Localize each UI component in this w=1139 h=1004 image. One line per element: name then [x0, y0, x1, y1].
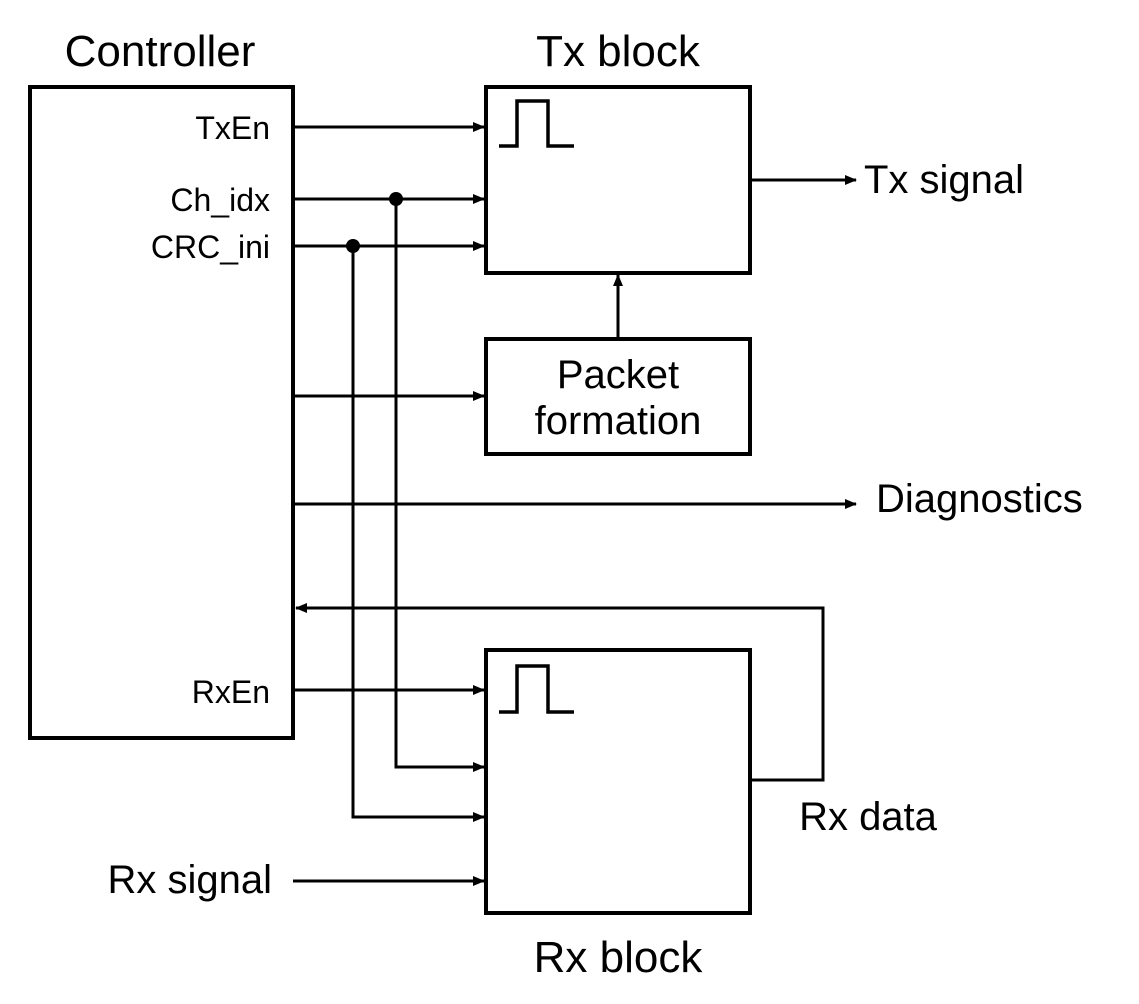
tx-block-title: Tx block — [536, 27, 701, 76]
rx-block — [484, 648, 752, 915]
controller-title: Controller — [65, 27, 256, 76]
rx-data-label: Rx data — [799, 795, 938, 839]
ch-idx-label: Ch_idx — [170, 182, 270, 218]
tx-block — [484, 85, 752, 275]
packet-formation-line1: Packet — [557, 353, 679, 397]
ch-idx-rx-wire — [394, 199, 485, 772]
rx-block-title: Rx block — [534, 933, 704, 982]
controller-block — [28, 85, 295, 740]
rx-signal-label: Rx signal — [107, 858, 272, 902]
diagnostics-label: Diagnostics — [876, 477, 1083, 521]
crc-ini-rx-wire — [351, 246, 485, 822]
rxen-label: RxEn — [192, 674, 270, 710]
tx-pulse-icon — [499, 99, 574, 148]
rx-pulse-icon — [499, 664, 574, 714]
crc-ini-label: CRC_ini — [151, 229, 270, 265]
packet-formation-block — [484, 337, 752, 456]
packet-formation-line2: formation — [535, 399, 702, 443]
rx-data-feedback-wire — [295, 603, 825, 782]
txen-label: TxEn — [195, 110, 270, 146]
tx-signal-label: Tx signal — [864, 158, 1024, 202]
